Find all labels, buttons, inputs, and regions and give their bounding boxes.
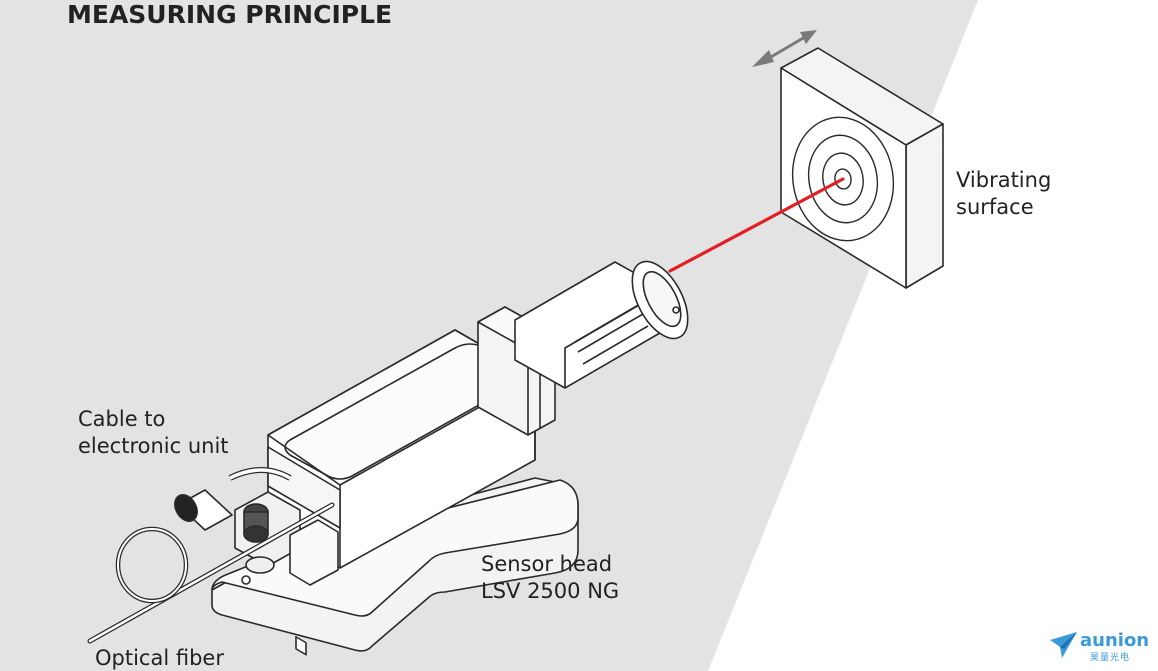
logo-sub-text: 昊量光电 (1090, 653, 1131, 663)
logo-brand-text: aunion (1080, 630, 1150, 651)
label-cable-to-electronic-unit: Cable to electronic unit (78, 406, 229, 460)
label-line: surface (956, 195, 1034, 219)
label-line: Cable to (78, 407, 166, 431)
page-title: MEASURING PRINCIPLE (67, 0, 393, 29)
label-sensor-head: Sensor head LSV 2500 NG (481, 551, 619, 605)
label-line: Vibrating (956, 168, 1052, 192)
label-vibrating-surface: Vibrating surface (956, 167, 1051, 221)
logo-arrow-icon (1050, 632, 1077, 658)
label-line: electronic unit (78, 434, 229, 458)
sensor-head (174, 260, 689, 656)
label-optical-fiber: Optical fiber (95, 646, 224, 670)
optical-fiber (87, 502, 335, 644)
label-line: LSV 2500 NG (481, 579, 620, 603)
laser-beam (668, 177, 845, 273)
vibration-arrow (752, 30, 817, 67)
brand-logo: aunion 昊量光电 (1050, 630, 1150, 664)
label-line: Sensor head (481, 552, 613, 576)
